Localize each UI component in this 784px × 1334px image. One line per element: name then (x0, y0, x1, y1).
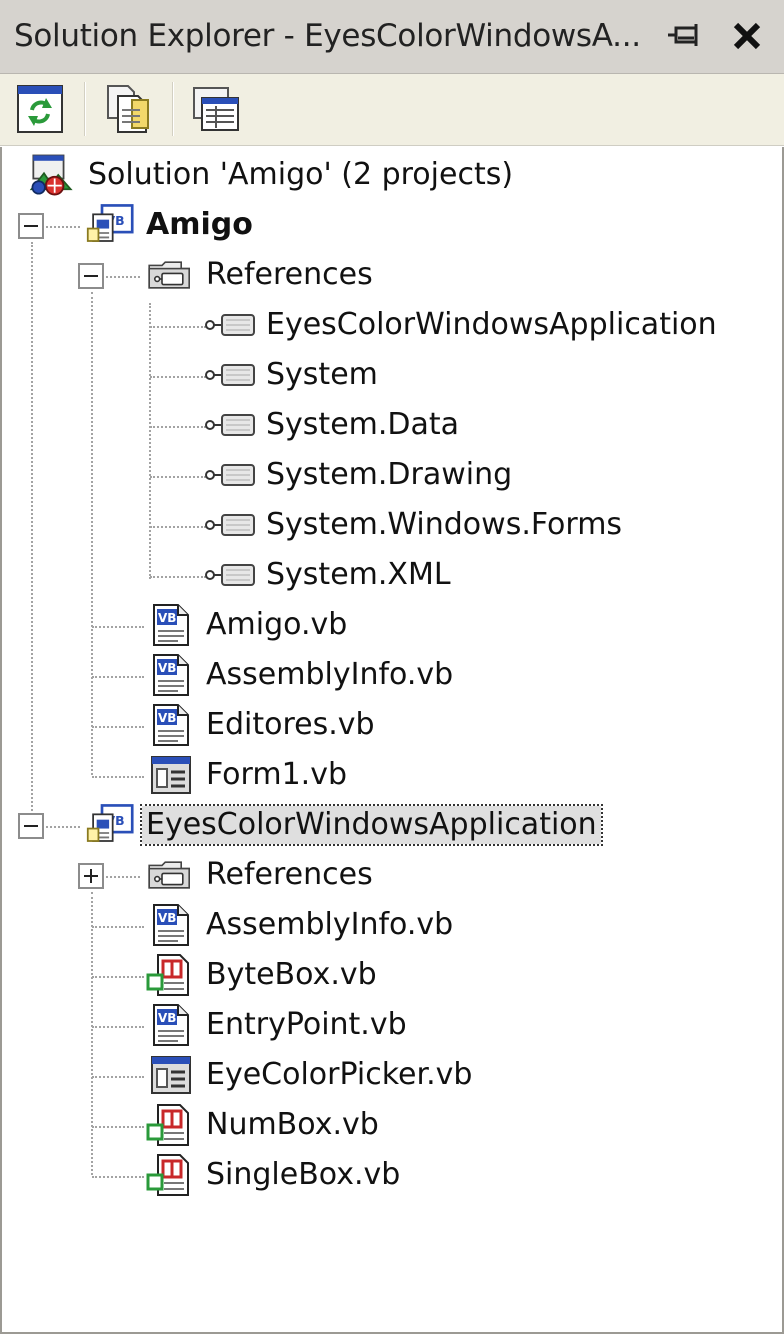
references-folder-icon (146, 853, 194, 897)
reference-label: System (266, 357, 378, 392)
reference-icon (204, 503, 258, 547)
tree-guide (92, 976, 144, 978)
toolbar-separator (84, 82, 86, 136)
file-label: Amigo.vb (206, 607, 348, 642)
form-file-icon (146, 753, 194, 797)
properties-icon (193, 87, 239, 131)
tree-guide (106, 876, 140, 878)
reference-label: System.Drawing (266, 457, 513, 492)
reference-label: System.Windows.Forms (266, 507, 623, 542)
user-control-icon (146, 1153, 194, 1197)
reference-label: EyesColorWindowsApplication (266, 307, 717, 342)
tree-guide (46, 826, 80, 828)
window-title: Solution Explorer - EyesColorWindowsA... (14, 18, 641, 54)
file-label: Editores.vb (206, 707, 375, 742)
tree-guide (149, 303, 151, 579)
refresh-button[interactable] (10, 80, 70, 138)
tree-guide (92, 1126, 144, 1128)
vb-file-icon (146, 703, 194, 747)
file-label: Form1.vb (206, 757, 347, 792)
vb-file-icon (146, 653, 194, 697)
tree-guide (92, 676, 144, 678)
tree-guide (31, 242, 33, 823)
tree-guide (150, 476, 206, 478)
tree-guide (150, 426, 206, 428)
toolbar-separator (172, 82, 174, 136)
tree-guide (91, 292, 93, 775)
references-folder-icon (146, 253, 194, 297)
tree-guide (92, 1076, 144, 1078)
reference-icon (204, 303, 258, 347)
project-label: Amigo (146, 207, 253, 242)
file-label: EntryPoint.vb (206, 1007, 407, 1042)
show-all-files-button[interactable] (98, 80, 158, 138)
reference-icon (204, 353, 258, 397)
refresh-icon (17, 85, 63, 133)
close-icon (733, 22, 761, 50)
solution-label: Solution 'Amigo' (2 projects) (88, 157, 514, 192)
reference-icon (204, 553, 258, 597)
file-label: AssemblyInfo.vb (206, 907, 454, 942)
project-label: EyesColorWindowsApplication (140, 804, 603, 846)
collapse-eyescolor-toggle[interactable] (18, 813, 44, 839)
references-label: References (206, 257, 373, 292)
collapse-amigo-toggle[interactable] (18, 213, 44, 239)
vb-project-icon (86, 803, 134, 847)
solution-tree[interactable]: Solution 'Amigo' (2 projects) Amigo Refe… (0, 147, 784, 1334)
file-label: EyeColorPicker.vb (206, 1057, 473, 1092)
close-button[interactable] (726, 14, 770, 60)
tree-guide (150, 576, 206, 578)
reference-label: System.XML (266, 557, 451, 592)
tree-guide (150, 326, 206, 328)
pin-button[interactable] (664, 14, 708, 60)
show-all-files-icon (107, 85, 149, 133)
pin-icon (668, 24, 698, 46)
tree-guide (92, 776, 144, 778)
references-label: References (206, 857, 373, 892)
toolbar (0, 74, 784, 146)
expand-eyescolor-references-toggle[interactable] (78, 863, 104, 889)
tree-guide (46, 226, 80, 228)
reference-label: System.Data (266, 407, 460, 442)
file-label: SingleBox.vb (206, 1157, 401, 1192)
vb-file-icon (146, 603, 194, 647)
tree-guide (106, 276, 140, 278)
tree-guide (92, 1026, 144, 1028)
collapse-amigo-references-toggle[interactable] (78, 263, 104, 289)
tree-guide (92, 726, 144, 728)
file-label: ByteBox.vb (206, 957, 377, 992)
tree-guide (150, 526, 206, 528)
user-control-icon (146, 953, 194, 997)
solution-icon (28, 153, 76, 197)
tree-guide (92, 926, 144, 928)
tree-guide (91, 892, 93, 1175)
reference-icon (204, 453, 258, 497)
tree-guide (92, 626, 144, 628)
file-label: AssemblyInfo.vb (206, 657, 454, 692)
reference-icon (204, 403, 258, 447)
vb-project-icon (86, 203, 134, 247)
properties-button[interactable] (186, 80, 246, 138)
user-control-icon (146, 1103, 194, 1147)
tree-guide (150, 376, 206, 378)
title-bar: Solution Explorer - EyesColorWindowsA... (0, 0, 784, 74)
tree-guide (92, 1176, 144, 1178)
form-file-icon (146, 1053, 194, 1097)
file-label: NumBox.vb (206, 1107, 379, 1142)
vb-file-icon (146, 903, 194, 947)
vb-file-icon (146, 1003, 194, 1047)
